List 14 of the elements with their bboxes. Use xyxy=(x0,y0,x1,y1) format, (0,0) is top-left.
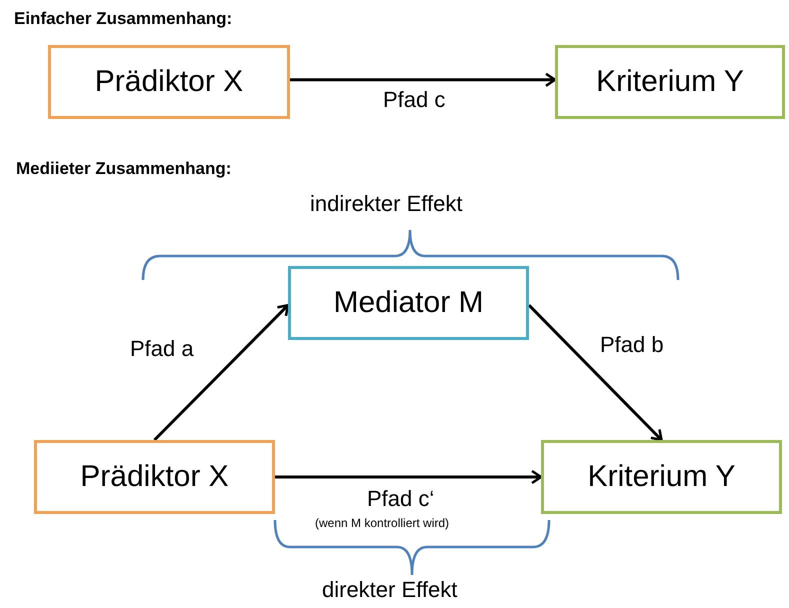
variable-box: Kriterium Y xyxy=(555,45,785,119)
section-heading: Einfacher Zusammenhang: xyxy=(14,10,232,27)
annotation: direkter Effekt xyxy=(322,579,458,601)
arrow xyxy=(528,304,663,442)
section-heading: Mediieter Zusammenhang: xyxy=(16,160,232,177)
variable-box: Prädiktor X xyxy=(34,440,275,514)
arrow xyxy=(153,304,290,442)
variable-box: Kriterium Y xyxy=(541,440,782,514)
annotation: (wenn M kontrolliert wird) xyxy=(315,517,450,529)
arrow xyxy=(290,72,556,88)
arrow xyxy=(275,470,542,484)
annotation: indirekter Effekt xyxy=(310,193,462,215)
variable-box: Prädiktor X xyxy=(48,45,290,119)
variable-box: Mediator M xyxy=(288,266,529,340)
